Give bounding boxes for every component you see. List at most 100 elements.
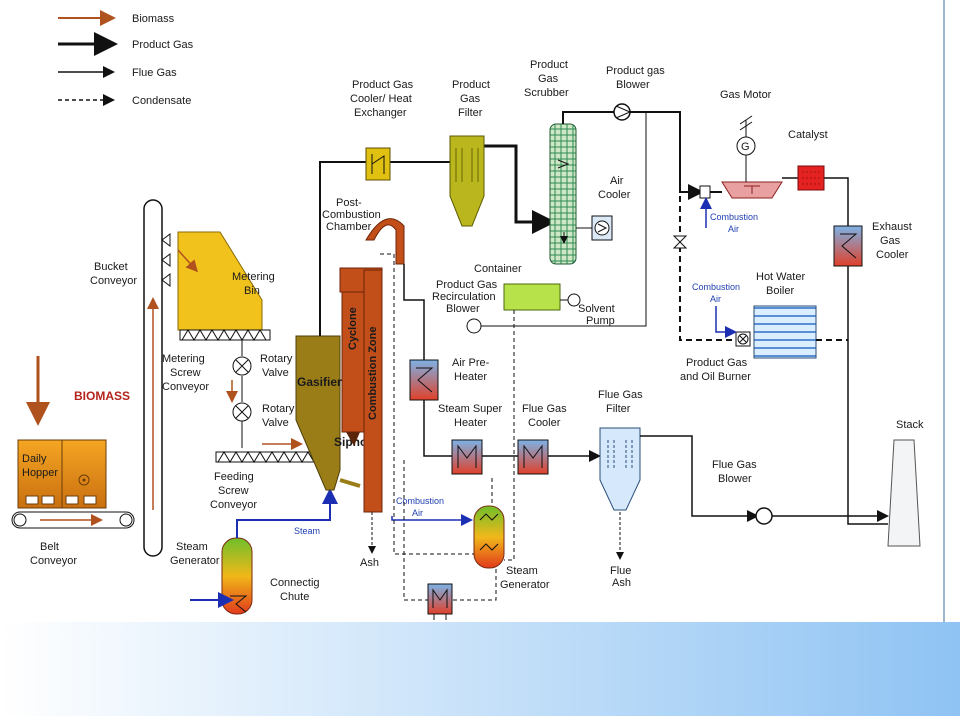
- metering-screw-conveyor: Metering Screw Conveyor: [162, 329, 271, 393]
- recirc-blower-label-2: Recirculation: [432, 291, 496, 303]
- exhaust-cooler-label-3: Cooler: [876, 249, 909, 261]
- pg-cooler-label-2: Cooler/ Heat: [350, 93, 412, 105]
- bucket-conveyor-label-2: Conveyor: [90, 275, 137, 287]
- super-heater-label-1: Steam Super: [438, 403, 503, 415]
- legend-flue-gas: Flue Gas: [132, 67, 177, 79]
- daily-hopper-label-1: Daily: [22, 453, 47, 465]
- rotary-valve-2: Rotary Valve: [232, 402, 295, 429]
- burner-label-2: and Oil Burner: [680, 371, 751, 383]
- flue-gas-to-blower: [640, 435, 759, 522]
- container: Container: [474, 263, 561, 311]
- post-combustion-chamber: Post- Combustion Chamber: [322, 197, 405, 265]
- rotary-valve-1-label-1: Rotary: [260, 353, 293, 365]
- condensate-loop-1: [380, 253, 474, 555]
- connecting-chute-label-1: Connectig: [270, 577, 320, 589]
- post-combustion-label-1: Post-: [336, 197, 362, 209]
- flue-ash-label-2: Ash: [612, 577, 631, 589]
- product-gas-line-3: [484, 144, 556, 234]
- recirc-blower-label-1: Product Gas: [436, 279, 498, 291]
- boiler-label-1: Hot Water: [756, 271, 805, 283]
- gasifier-label: Gasifier: [297, 375, 342, 389]
- recirculation-blower: Product Gas Recirculation Blower: [432, 279, 498, 334]
- flue-blower-label-1: Flue Gas: [712, 459, 757, 471]
- ash-label: Ash: [360, 557, 379, 569]
- rotary-valve-2-label-1: Rotary: [262, 403, 295, 415]
- boiler-label-2: Boiler: [766, 285, 794, 297]
- metering-screw-label-3: Conveyor: [162, 381, 209, 393]
- feeding-screw-label-2: Screw: [218, 485, 249, 497]
- flue-ash-label-1: Flue: [610, 565, 631, 577]
- metering-bin-label-1: Metering: [232, 271, 275, 283]
- steam-generator-left-label-1: Steam: [176, 541, 208, 553]
- exhaust-cooler-label-2: Gas: [880, 235, 901, 247]
- steam-generator-left-label-2: Generator: [170, 555, 220, 567]
- belt-conveyor: Belt Conveyor: [11, 511, 135, 567]
- generator-symbol: G: [741, 141, 750, 153]
- burner-gas-line: [679, 196, 736, 341]
- flue-blower-label-2: Blower: [718, 473, 752, 485]
- exhaust-to-stack: [847, 266, 888, 525]
- solvent-pump: Solvent Pump: [567, 293, 615, 327]
- combustion-air-motor-label-2: Air: [728, 224, 739, 234]
- air-preheater: Air Pre- Heater: [409, 357, 490, 401]
- flue-gas-cooler-label-2: Cooler: [528, 417, 561, 429]
- steam-line-label: Steam: [294, 526, 320, 536]
- air-cooler-label-2: Cooler: [598, 189, 631, 201]
- bottom-band: [0, 622, 960, 716]
- legend: Biomass Product Gas Flue Gas Condensate: [58, 10, 194, 107]
- daily-hopper-label-2: Hopper: [22, 467, 58, 479]
- flue-gas-blower: Flue Gas Blower: [712, 459, 773, 525]
- bucket-conveyor: Bucket Conveyor: [90, 199, 171, 557]
- legend-product-gas: Product Gas: [132, 39, 194, 51]
- combustion-zone: Cyclone Combustion Zone: [339, 267, 383, 513]
- biomass-label: BIOMASS: [74, 389, 130, 403]
- feeding-screw-label-3: Conveyor: [210, 499, 257, 511]
- rotary-valve-2-label-2: Valve: [262, 417, 289, 429]
- catalyst: Catalyst: [788, 129, 828, 191]
- connecting-chute-label-2: Chute: [280, 591, 309, 603]
- bypass-valve: [672, 235, 688, 249]
- condensate-loop-3: [504, 310, 515, 561]
- feeding-screw-label-1: Feeding: [214, 471, 254, 483]
- gas-motor-label: Gas Motor: [720, 89, 772, 101]
- lower-heat-exchanger: [427, 583, 453, 620]
- stack-label: Stack: [896, 419, 924, 431]
- combustion-zone-label: Combustion Zone: [367, 327, 379, 421]
- stack: Stack: [887, 419, 924, 547]
- combustion-air-lower-label-1: Combustion: [396, 496, 444, 506]
- pg-filter-label-2: Gas: [460, 93, 481, 105]
- motor-intake-valve: [699, 185, 711, 199]
- bucket-conveyor-label-1: Bucket: [94, 261, 128, 273]
- metering-bin: Metering Bin: [177, 231, 275, 331]
- flue-gas-cooler: Flue Gas Cooler: [517, 403, 567, 475]
- air-preheater-label-1: Air Pre-: [452, 357, 490, 369]
- recirculation-line: [481, 112, 647, 327]
- combustion-air-boiler-label-1: Combustion: [692, 282, 740, 292]
- belt-conveyor-label-1: Belt: [40, 541, 59, 553]
- siphon-link: [339, 478, 361, 488]
- combustion-air-motor-label-1: Combustion: [710, 212, 758, 222]
- product-gas-cooler: Product Gas Cooler/ Heat Exchanger: [350, 79, 414, 181]
- flue-gas-cooler-label-1: Flue Gas: [522, 403, 567, 415]
- steam-generator-left: Steam Generator: [170, 537, 253, 615]
- pg-cooler-label-1: Product Gas: [352, 79, 414, 91]
- product-gas-to-motor: [630, 111, 704, 200]
- combustion-air-boiler-line: [715, 306, 737, 338]
- flue-gas-filter: Flue Gas Filter: [598, 389, 643, 511]
- air-preheater-label-2: Heater: [454, 371, 487, 383]
- feeding-screw-conveyor: Feeding Screw Conveyor: [210, 438, 317, 511]
- rotary-valve-1-label-2: Valve: [262, 367, 289, 379]
- post-combustion-label-3: Chamber: [326, 221, 372, 233]
- combustion-air-boiler-label-2: Air: [710, 294, 721, 304]
- air-cooler: Air Cooler: [591, 175, 631, 241]
- scrubber-outlet-line: [562, 111, 614, 124]
- steam-super-heater: Steam Super Heater: [438, 403, 503, 475]
- burner-label-1: Product Gas: [686, 357, 748, 369]
- pg-filter-label-3: Filter: [458, 107, 483, 119]
- pg-blower-label-1: Product gas: [606, 65, 665, 77]
- solvent-pump-label-1: Solvent: [578, 303, 615, 315]
- flue-gas-from-chamber: [403, 264, 425, 360]
- hot-water-boiler: Hot Water Boiler: [753, 271, 817, 359]
- legend-biomass: Biomass: [132, 13, 175, 25]
